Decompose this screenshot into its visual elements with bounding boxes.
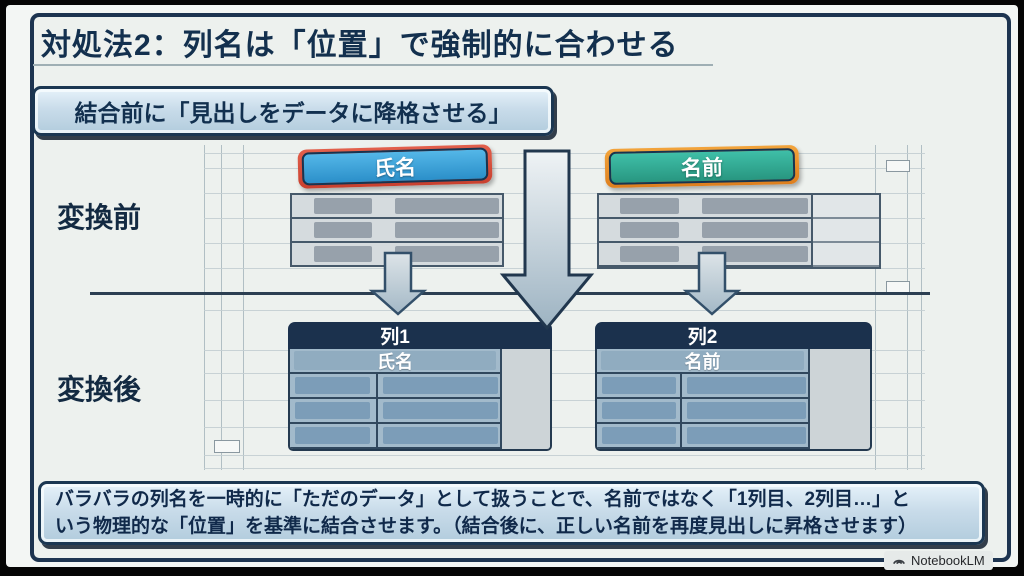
table-row [599, 219, 879, 243]
title-underline [33, 64, 713, 66]
result-table-right-header: 列2 [595, 322, 872, 349]
header-badge-shimei-label: 氏名 [301, 147, 489, 186]
down-arrow-icon [368, 251, 428, 316]
header-badge-namae-label: 名前 [608, 148, 796, 185]
merge-arrow-icon [499, 149, 595, 331]
result-table-left: 列1 氏名 [288, 322, 552, 451]
header-badge-shimei: 氏名 [297, 144, 493, 189]
demoted-header-cell: 氏名 [294, 351, 496, 372]
down-arrow-icon [682, 251, 742, 316]
table-row [292, 243, 502, 265]
subheader-label: 結合前に「見出しをデータに降格させる」 [74, 100, 512, 126]
footer-note: バラバラの列名を一時的に「ただのデータ」として扱うことで、名前ではなく「1列目、… [38, 481, 985, 545]
result-table-right: 列2 名前 [595, 322, 872, 451]
table-row [292, 219, 502, 243]
table-row [599, 243, 879, 267]
footer-note-line2: いう物理的な「位置」を基準に結合させます。（結合後に、正しい名前を再度見出しに昇… [55, 516, 918, 537]
source-table-right [597, 193, 881, 269]
watermark-label: NotebookLM [911, 553, 985, 568]
before-label: 変換前 [57, 202, 142, 233]
table-row [597, 399, 870, 424]
notebooklm-logo-icon [892, 559, 906, 564]
header-badge-namae: 名前 [604, 144, 800, 189]
footer-note-line1: バラバラの列名を一時的に「ただのデータ」として扱うことで、名前ではなく「1列目、… [55, 489, 911, 510]
after-label: 変換後 [57, 374, 142, 405]
page-title: 対処法2：列名は「位置」で強制的に合わせる [41, 29, 679, 62]
result-table-left-header: 列1 [288, 322, 552, 349]
subheader-badge: 結合前に「見出しをデータに降格させる」 [32, 86, 554, 136]
table-row [292, 195, 502, 219]
table-row [599, 195, 879, 219]
watermark-chip: NotebookLM [884, 551, 993, 570]
before-after-divider [90, 292, 930, 295]
demoted-header-cell: 名前 [601, 351, 804, 372]
